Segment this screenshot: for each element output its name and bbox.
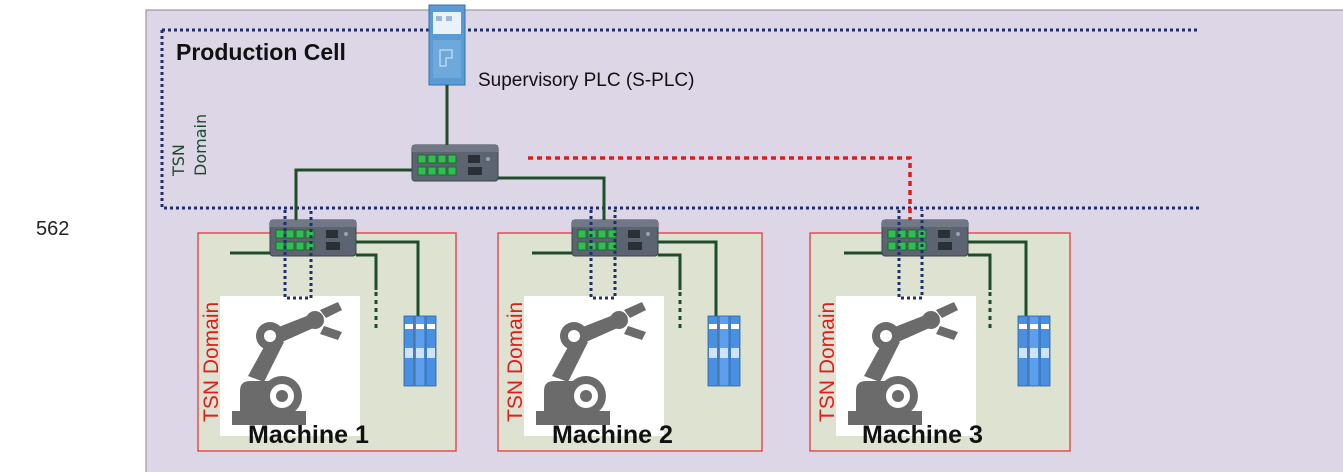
- machine-2-title: Machine 2: [552, 421, 673, 449]
- robot-arm-icon: [836, 296, 976, 436]
- cell-tsn-boundary: [160, 28, 1200, 210]
- cell-tsn-label-line1: TSN: [169, 144, 188, 177]
- page-number: 562: [36, 218, 70, 240]
- machine-1-title: Machine 1: [248, 421, 369, 449]
- robot-arm-icon: [524, 296, 664, 436]
- machine-3-tsn-label: TSN Domain: [816, 302, 839, 422]
- plc-icon: [428, 4, 466, 86]
- production-cell-title: Production Cell: [176, 39, 346, 65]
- switch-icon: [571, 219, 659, 257]
- machine-tsn-boundary: [283, 210, 313, 300]
- switch-icon: [269, 219, 357, 257]
- machine-3: TSN Domain Machine 3: [809, 210, 1071, 452]
- machine-2-tsn-label: TSN Domain: [504, 302, 527, 422]
- machine-1-tsn-label: TSN Domain: [200, 302, 223, 422]
- io-module-icon: [403, 315, 437, 387]
- machine-tsn-boundary: [589, 210, 617, 300]
- plc-label: Supervisory PLC (S-PLC): [478, 70, 694, 91]
- machine-tsn-boundary: [897, 210, 924, 300]
- switch-icon: [411, 144, 499, 182]
- robot-arm-icon: [220, 296, 360, 436]
- cell-tsn-label-line2: Domain: [191, 114, 210, 176]
- machine-3-title: Machine 3: [862, 421, 983, 449]
- machine-2: TSN Domain Machine 2: [497, 210, 763, 452]
- switch-icon: [881, 219, 969, 257]
- io-module-icon: [707, 315, 741, 387]
- machine-1: TSN Domain Machine 1: [197, 210, 457, 452]
- io-module-icon: [1017, 315, 1051, 387]
